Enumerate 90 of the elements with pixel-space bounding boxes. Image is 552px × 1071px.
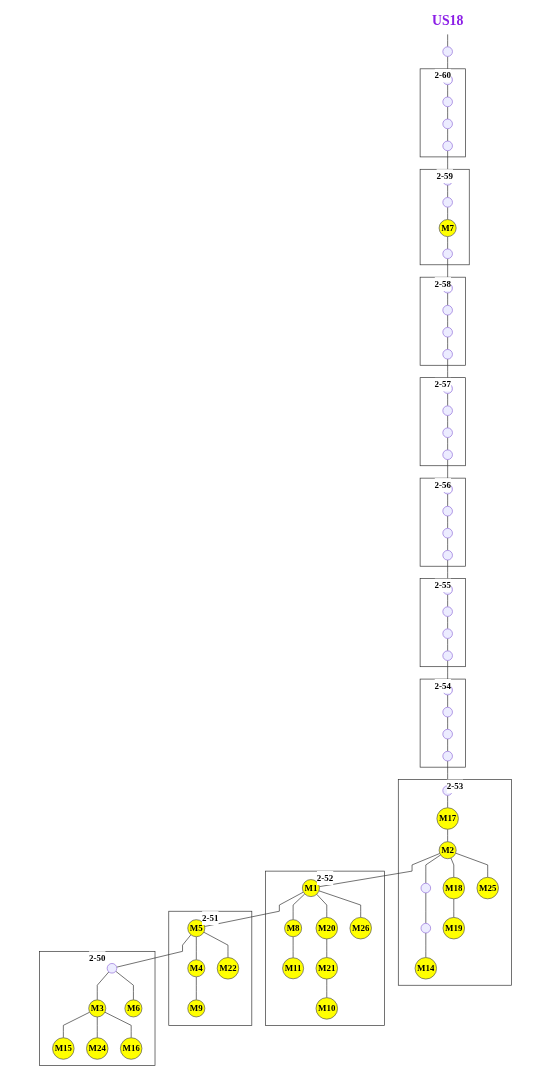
node-circle	[421, 923, 432, 934]
node-circle	[442, 46, 454, 57]
connector	[447, 292, 449, 306]
connector	[447, 515, 449, 529]
connector	[425, 854, 442, 884]
node-circle: M17	[437, 807, 460, 830]
node-circle: M24	[86, 1037, 109, 1060]
connector	[447, 738, 449, 752]
connector	[63, 1011, 91, 1039]
connector	[447, 716, 449, 730]
node-circle	[442, 349, 454, 360]
node-circle: M11	[282, 957, 305, 980]
node-circle	[442, 305, 454, 316]
connector	[447, 206, 449, 220]
connector	[447, 184, 449, 198]
connector	[447, 34, 449, 48]
connector	[97, 971, 110, 1001]
connector	[453, 898, 455, 918]
connector	[447, 106, 449, 120]
node-circle: M15	[52, 1037, 75, 1060]
connector	[115, 970, 135, 1001]
node-circle: M3	[88, 999, 107, 1018]
connector	[97, 1016, 99, 1039]
node-circle: M22	[217, 957, 240, 980]
node-circle: M20	[316, 917, 339, 940]
connector	[447, 236, 449, 250]
connector	[447, 336, 449, 350]
connector	[447, 393, 449, 407]
connector	[316, 893, 328, 918]
connector	[326, 938, 328, 958]
connector	[447, 314, 449, 328]
connector	[204, 891, 305, 927]
connector	[196, 976, 198, 1001]
node-circle	[442, 628, 454, 639]
connector	[447, 594, 449, 608]
connector	[196, 936, 198, 961]
node-circle	[421, 882, 432, 894]
node-circle	[442, 728, 454, 740]
node-circle: M26	[350, 917, 373, 940]
node-circle	[442, 528, 454, 539]
node-circle: M16	[120, 1037, 143, 1060]
connector	[116, 934, 192, 968]
connector	[447, 128, 449, 142]
node-circle: M8	[284, 919, 303, 938]
connector	[447, 537, 449, 551]
connector	[447, 638, 449, 652]
node-circle: M2	[439, 841, 457, 860]
node-circle	[442, 96, 454, 107]
node-circle: M9	[187, 999, 206, 1018]
node-circle	[442, 606, 454, 617]
node-circle: M6	[125, 999, 143, 1018]
connector	[326, 978, 328, 998]
node-circle	[442, 118, 454, 130]
connector	[447, 493, 449, 507]
node-circle: M21	[316, 957, 339, 980]
node-circle	[442, 449, 454, 460]
node-circle	[107, 963, 118, 974]
connector	[447, 437, 449, 451]
connector	[447, 415, 449, 429]
node-circle: M19	[443, 917, 466, 940]
connector	[203, 931, 229, 958]
node-circle	[442, 248, 454, 259]
node-circle	[442, 197, 454, 208]
node-circle	[442, 140, 454, 152]
connector	[447, 616, 449, 630]
node-circle	[442, 427, 454, 438]
node-circle	[442, 706, 454, 718]
connector	[319, 853, 441, 887]
connector	[447, 84, 449, 98]
connector	[447, 694, 449, 708]
connector	[455, 852, 489, 878]
node-circle: M7	[439, 219, 457, 237]
node-circle: M18	[443, 876, 466, 900]
node-circle	[442, 550, 454, 561]
node-circle	[442, 327, 454, 338]
node-circle	[442, 650, 454, 661]
connector	[293, 893, 306, 920]
connector	[105, 1011, 132, 1039]
connector	[447, 795, 449, 809]
node-circle	[442, 506, 454, 517]
node-circle: M25	[477, 876, 500, 900]
connector	[319, 890, 362, 918]
connector	[447, 828, 449, 843]
node-circle	[442, 751, 454, 762]
node-circle	[442, 405, 454, 416]
node-circle: M4	[187, 959, 206, 978]
node-text: US18	[432, 12, 464, 28]
connector	[451, 857, 455, 878]
node-circle: M14	[415, 957, 438, 980]
node-circle: M10	[316, 997, 339, 1020]
